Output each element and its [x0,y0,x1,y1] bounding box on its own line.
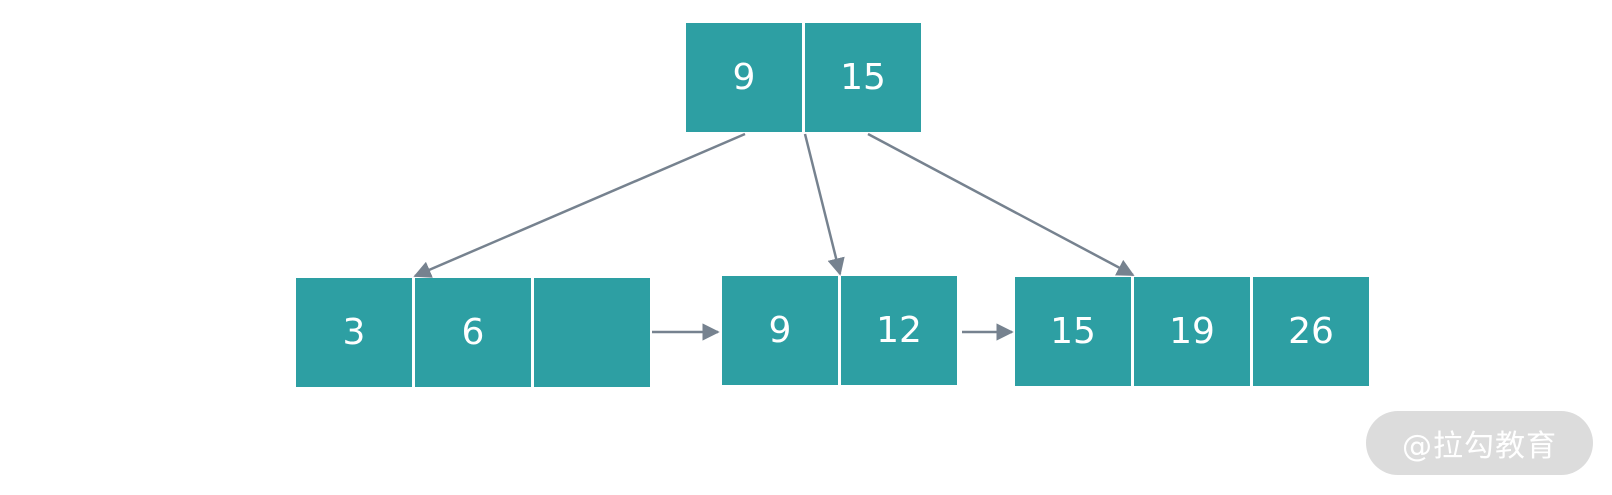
leaf-node: 9 12 [722,276,957,385]
root-key: 9 [686,23,802,132]
leaf-node: 3 6 [296,278,650,387]
leaf-key: 9 [722,276,838,385]
edge-root-to-leaf-2 [803,133,845,276]
leaf-key: 3 [296,278,412,387]
edge-root-to-leaf-3 [867,132,1135,277]
root-key: 15 [805,23,921,132]
watermark-badge: @拉勾教育 [1366,411,1593,475]
leaf-key-empty [534,278,650,387]
leaf-key: 26 [1253,277,1369,386]
leaf-key: 15 [1015,277,1131,386]
root-node: 9 15 [686,23,921,132]
leaf-node: 15 19 26 [1015,277,1369,386]
leaf-key: 19 [1134,277,1250,386]
leaf-key: 12 [841,276,957,385]
edge-root-to-leaf-1 [413,132,746,278]
leaf-key: 6 [415,278,531,387]
